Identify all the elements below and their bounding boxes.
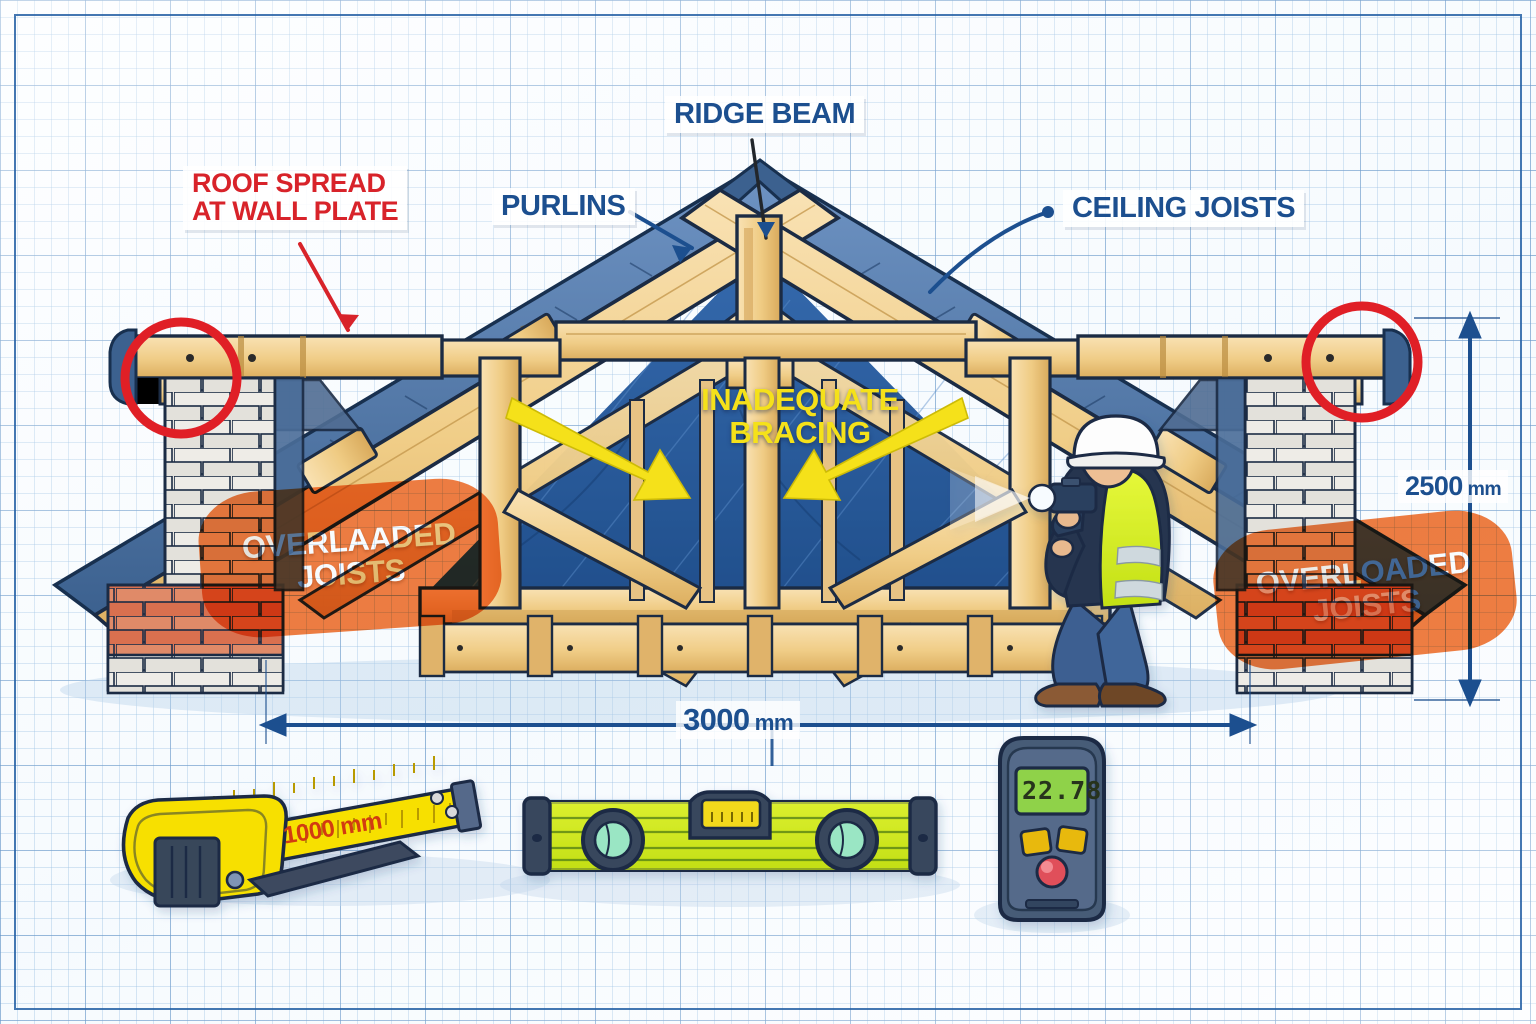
dimension-span-value: 3000 bbox=[683, 702, 750, 737]
dimension-height-value: 2500 bbox=[1405, 471, 1463, 501]
dimension-height-unit: mm bbox=[1467, 478, 1502, 500]
dimension-span-unit: mm bbox=[754, 710, 794, 735]
defect-pill-right-label: OVERLOADED JOISTS bbox=[1254, 544, 1473, 629]
callout-leader-lines bbox=[298, 138, 1054, 332]
moisture-meter-tool bbox=[998, 736, 1106, 922]
ceiling-joist-blocks bbox=[418, 614, 1104, 678]
moisture-meter-reading: 22.78 bbox=[1022, 776, 1103, 805]
defect-pill-overloaded-joists-left: OVERLAADED JOISTS bbox=[195, 474, 505, 642]
callout-purlins: PURLINS bbox=[492, 188, 635, 226]
roof-inspector bbox=[950, 414, 1171, 708]
defect-highlight-circles bbox=[120, 301, 1423, 439]
spirit-level-tool bbox=[522, 790, 938, 876]
inadequate-bracing-arrows bbox=[505, 396, 969, 501]
callout-roof-spread: ROOF SPREAD AT WALL PLATE bbox=[183, 166, 408, 230]
inadequate-bracing-label: INADEQUATE BRACING bbox=[701, 382, 899, 450]
tape-measure-tool bbox=[121, 756, 483, 908]
callout-ceiling-joists: CEILING JOISTS bbox=[1063, 190, 1305, 228]
callout-ridge-beam: RIDGE BEAM bbox=[665, 96, 865, 134]
defect-pill-left-label: OVERLAADED JOISTS bbox=[240, 515, 457, 595]
